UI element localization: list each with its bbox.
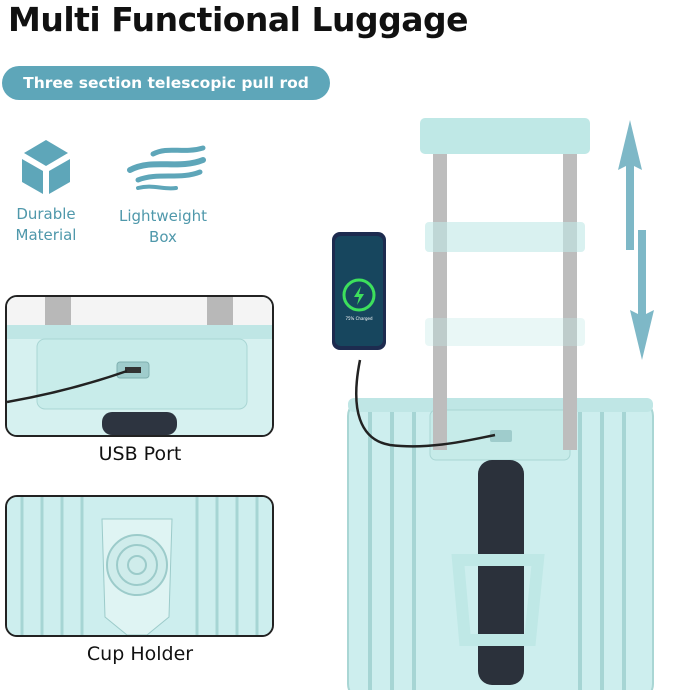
wind-waves-icon <box>127 145 206 191</box>
feature-label: Durable <box>16 205 76 223</box>
phone-charge-status: 75% Charged <box>345 316 373 321</box>
cup-holder-caption: Cup Holder <box>86 643 194 665</box>
feature-lightweight: Lightweight Box <box>108 140 218 248</box>
feature-label: Material <box>15 226 77 244</box>
luggage-image: 75% Charged <box>330 110 679 690</box>
cup-holder-detail-image <box>5 495 274 637</box>
feature-label: Lightweight <box>118 207 207 225</box>
feature-banner: Three section telescopic pull rod <box>2 66 330 100</box>
usb-port-detail-image <box>5 295 274 437</box>
banner-text: Three section telescopic pull rod <box>23 74 309 92</box>
page-title: Multi Functional Luggage <box>8 0 469 39</box>
feature-label: Box <box>149 228 177 246</box>
arrow-down-icon <box>630 230 654 360</box>
usb-port-caption: USB Port <box>98 443 182 465</box>
feature-durable: Durable Material <box>8 138 84 246</box>
arrow-up-icon <box>618 120 642 250</box>
cube-icon <box>22 140 70 194</box>
